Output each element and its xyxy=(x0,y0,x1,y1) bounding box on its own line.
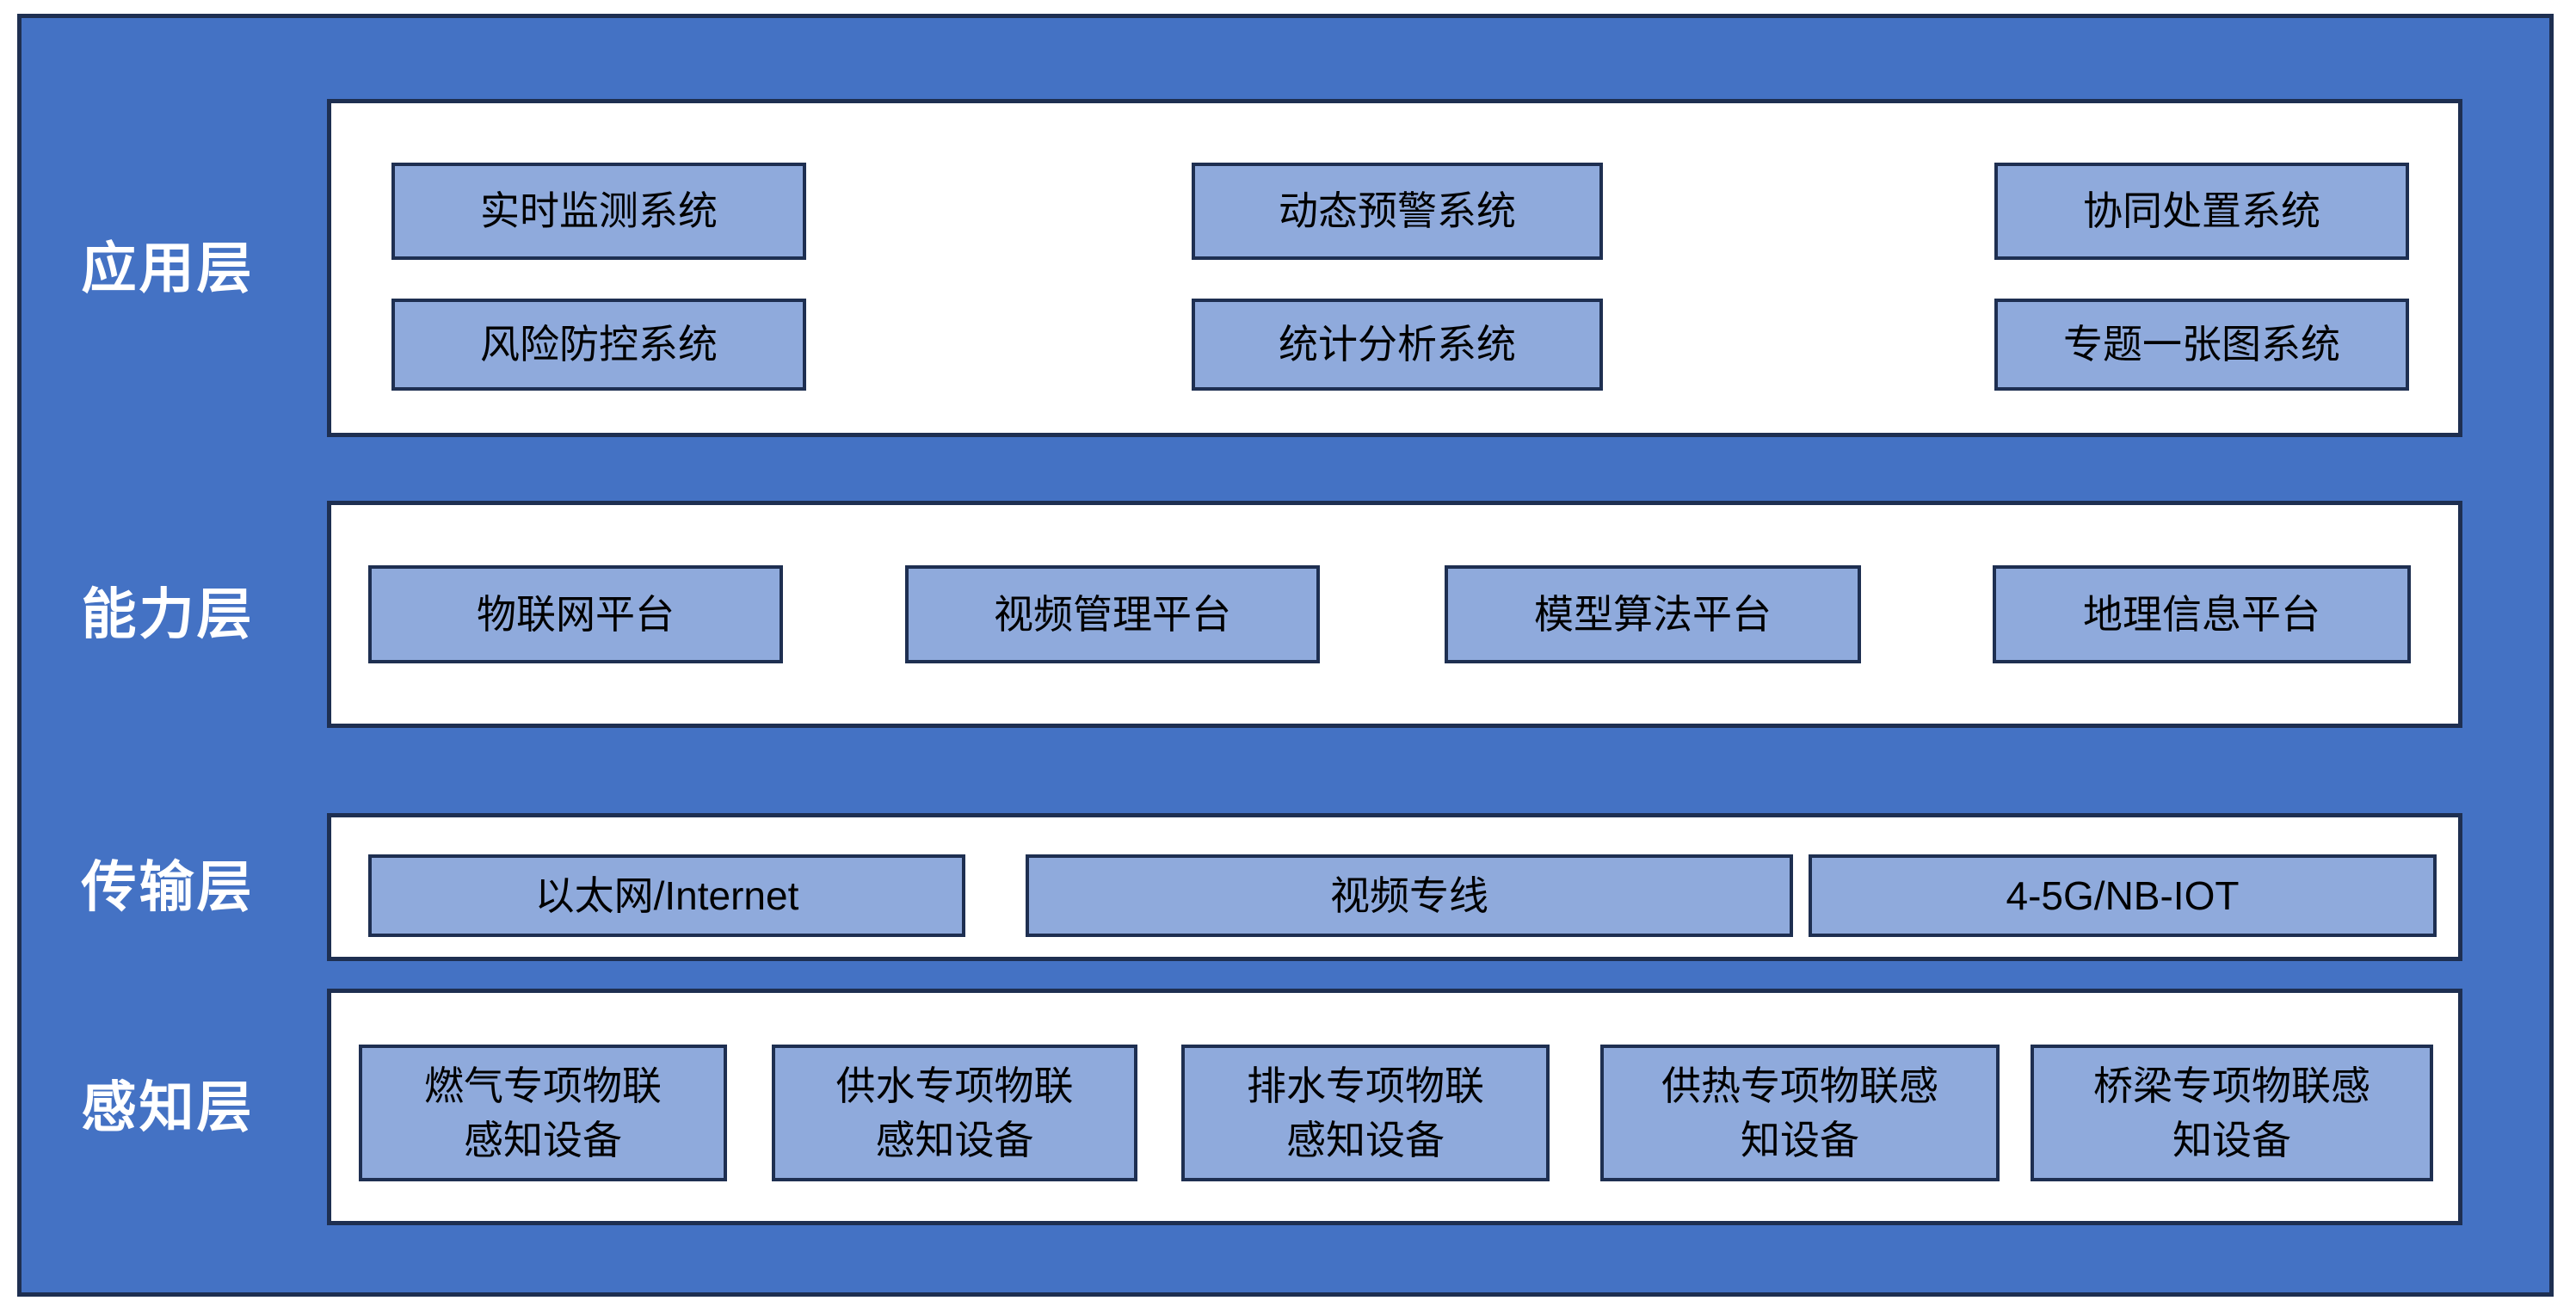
layer-box: 4-5G/NB-IOT xyxy=(1809,854,2437,937)
layer-label-transmission: 传输层 xyxy=(81,855,255,918)
layer-box: 实时监测系统 xyxy=(391,163,806,260)
layer-box: 统计分析系统 xyxy=(1192,299,1603,391)
layer-label-capability: 能力层 xyxy=(81,583,255,645)
layer-box: 供水专项物联 感知设备 xyxy=(772,1045,1137,1181)
layer-box: 排水专项物联 感知设备 xyxy=(1181,1045,1550,1181)
layer-box: 燃气专项物联 感知设备 xyxy=(359,1045,727,1181)
layer-box: 风险防控系统 xyxy=(391,299,806,391)
layer-label-application: 应用层 xyxy=(81,237,255,299)
layer-box: 地理信息平台 xyxy=(1993,565,2411,663)
layer-box: 视频管理平台 xyxy=(905,565,1320,663)
layer-box: 模型算法平台 xyxy=(1445,565,1861,663)
layer-panel-perception: 燃气专项物联 感知设备供水专项物联 感知设备排水专项物联 感知设备供热专项物联感… xyxy=(327,989,2462,1225)
layer-box: 动态预警系统 xyxy=(1192,163,1603,260)
layer-panel-capability: 物联网平台 视频管理平台 模型算法平台 地理信息平台 xyxy=(327,501,2462,728)
layer-box: 供热专项物联感 知设备 xyxy=(1600,1045,2000,1181)
layer-panel-application: 实时监测系统 动态预警系统 协同处置系统风险防控系统 统计分析系统 专题一张图系统 xyxy=(327,99,2462,437)
layer-label-perception: 感知层 xyxy=(81,1076,255,1138)
layer-box: 协同处置系统 xyxy=(1994,163,2409,260)
layer-box: 物联网平台 xyxy=(368,565,783,663)
layer-box: 专题一张图系统 xyxy=(1994,299,2409,391)
layer-box: 桥梁专项物联感 知设备 xyxy=(2031,1045,2433,1181)
layer-box: 以太网/Internet xyxy=(368,854,965,937)
layer-box: 视频专线 xyxy=(1026,854,1793,937)
